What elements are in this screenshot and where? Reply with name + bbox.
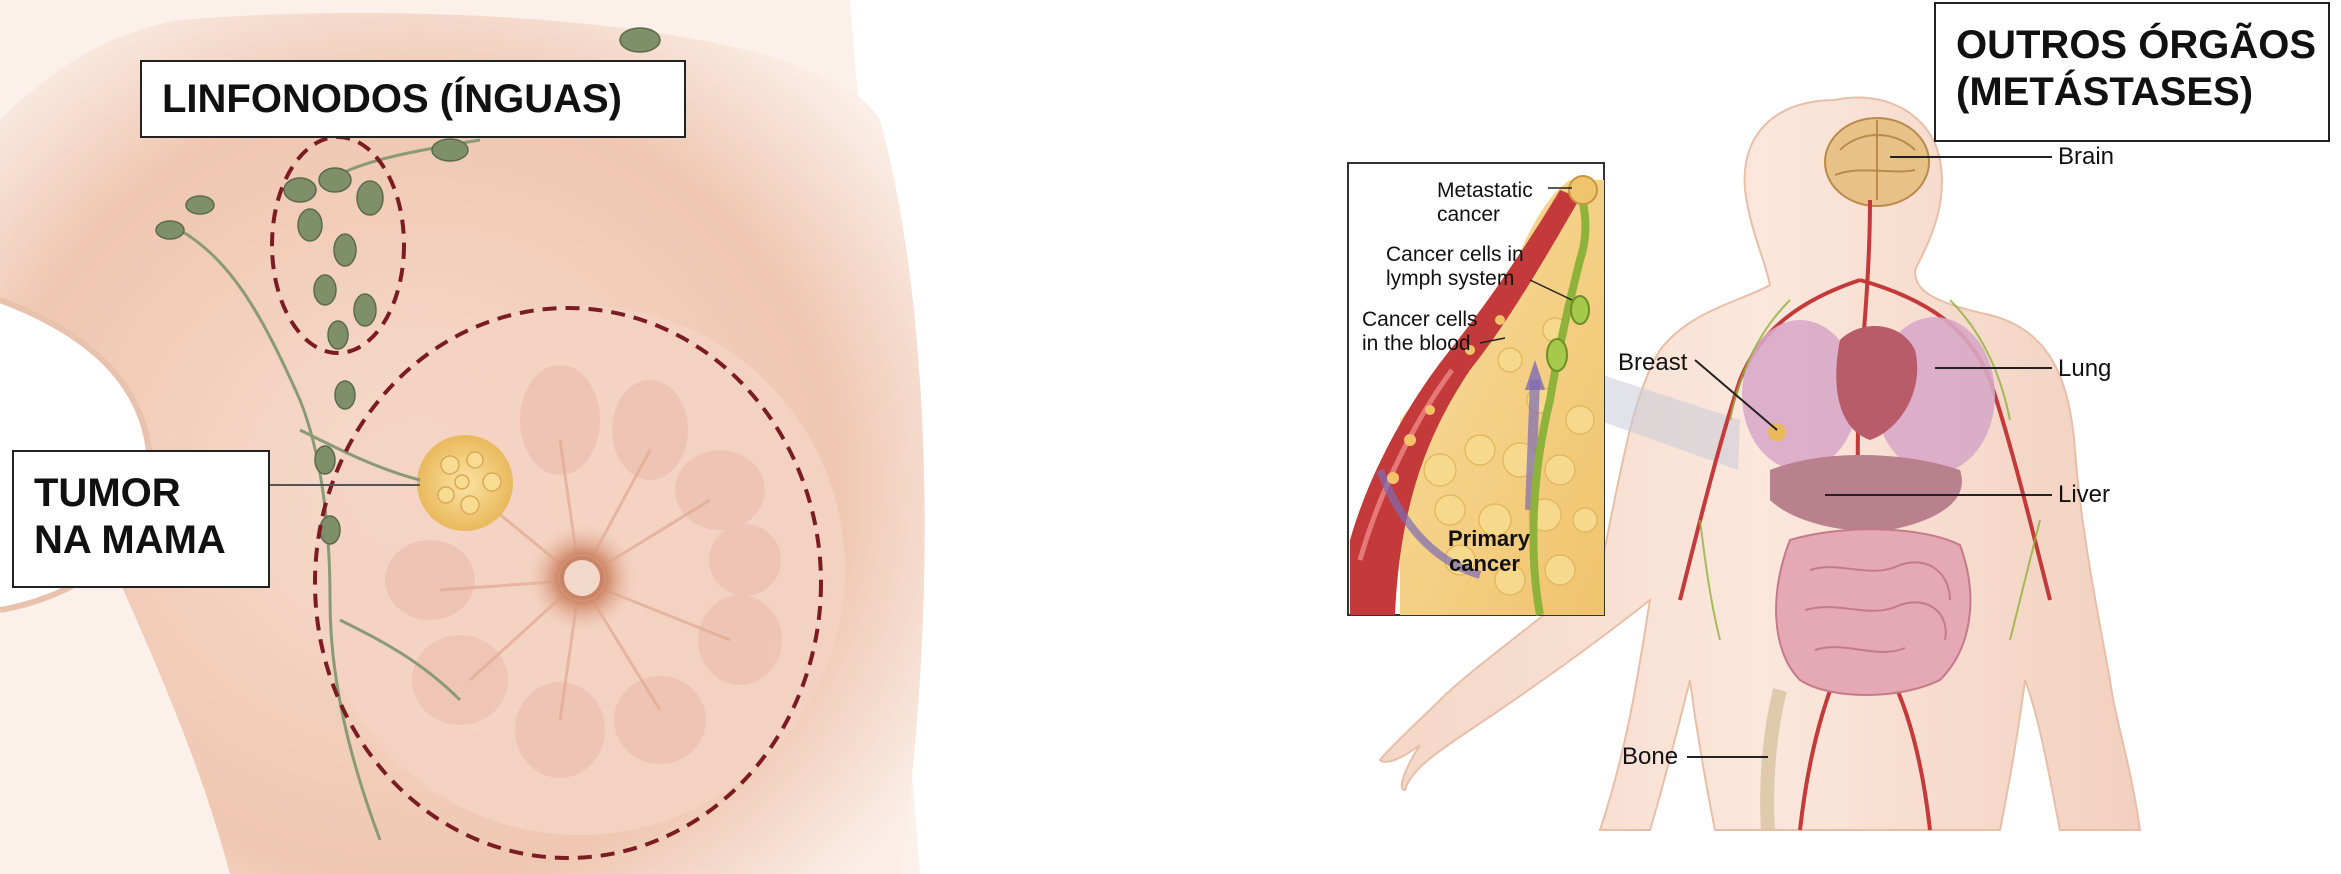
tumor-label-line2: NA MAMA	[34, 517, 268, 564]
tumor-label-line1: TUMOR	[34, 470, 268, 517]
liver-label: Liver	[2058, 481, 2110, 509]
blood-label-line1: Cancer cells	[1362, 308, 1478, 331]
other-organs-label-line2: (METÁSTASES)	[1956, 69, 2328, 116]
primary-cancer-label-line2: cancer	[1449, 551, 1520, 576]
other-organs-label-line1: OUTROS ÓRGÃOS	[1956, 22, 2328, 69]
lymph-system-label-line2: lymph system	[1386, 267, 1514, 290]
primary-cancer-label-line1: Primary	[1448, 526, 1531, 551]
brain-label: Brain	[2058, 143, 2114, 171]
blood-label-line2: in the blood	[1362, 332, 1471, 355]
metastatic-cancer-dot	[1569, 176, 1597, 204]
intestines	[1776, 529, 1970, 695]
lung-label: Lung	[2058, 355, 2111, 383]
lymph-nodes-label-text: LINFONODOS (ÍNGUAS)	[162, 77, 622, 121]
tumor-label: TUMOR NA MAMA	[12, 450, 270, 588]
other-organs-label: OUTROS ÓRGÃOS (METÁSTASES)	[1934, 2, 2330, 142]
breast-label: Breast	[1618, 349, 1687, 377]
bone-label: Bone	[1622, 743, 1678, 771]
lymph-nodes-label: LINFONODOS (ÍNGUAS)	[140, 60, 686, 138]
metastatic-label-line2: cancer	[1437, 203, 1500, 226]
metastatic-label-line1: Metastatic	[1437, 179, 1533, 202]
lymph-system-label-line1: Cancer cells in	[1386, 243, 1524, 266]
metastasis-inset: Metastatic cancer Cancer cells in lymph …	[1348, 163, 1604, 615]
